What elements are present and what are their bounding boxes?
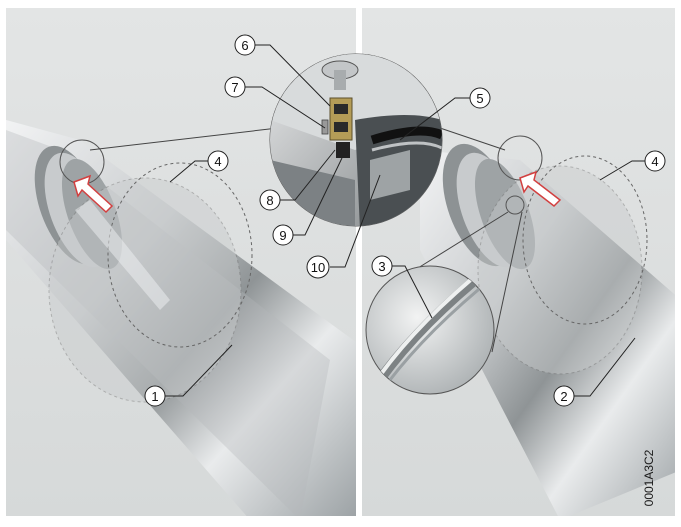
seal-detail-zoom — [89, 53, 506, 227]
svg-text:4: 4 — [651, 154, 658, 169]
svg-text:2: 2 — [560, 389, 567, 404]
callout-5: 5 — [469, 87, 491, 109]
callout-1: 1 — [144, 385, 166, 407]
svg-text:5: 5 — [476, 91, 483, 106]
callout-4-left: 4 — [207, 150, 229, 172]
arrow-icon-right — [519, 170, 562, 207]
callout-7: 7 — [224, 76, 246, 98]
svg-text:4: 4 — [214, 154, 221, 169]
svg-text:1: 1 — [151, 389, 158, 404]
svg-text:3: 3 — [378, 259, 385, 274]
callout-8: 8 — [259, 189, 281, 211]
callout-10: 10 — [306, 255, 330, 279]
callout-3: 3 — [371, 255, 393, 277]
reference-code: 0001A3C2 — [642, 449, 656, 507]
callout-4-right: 4 — [644, 150, 666, 172]
svg-text:6: 6 — [241, 38, 248, 53]
svg-text:7: 7 — [231, 80, 238, 95]
callout-9: 9 — [272, 224, 294, 246]
arrow-icon — [73, 174, 114, 214]
leader-lines — [165, 44, 645, 397]
callout-2: 2 — [553, 385, 575, 407]
right-pipe — [420, 135, 675, 516]
svg-text:10: 10 — [311, 260, 325, 275]
svg-text:9: 9 — [279, 228, 286, 243]
callout-6: 6 — [234, 34, 256, 56]
left-pipe — [6, 120, 356, 516]
svg-text:8: 8 — [266, 193, 273, 208]
panel-divider — [356, 8, 362, 516]
